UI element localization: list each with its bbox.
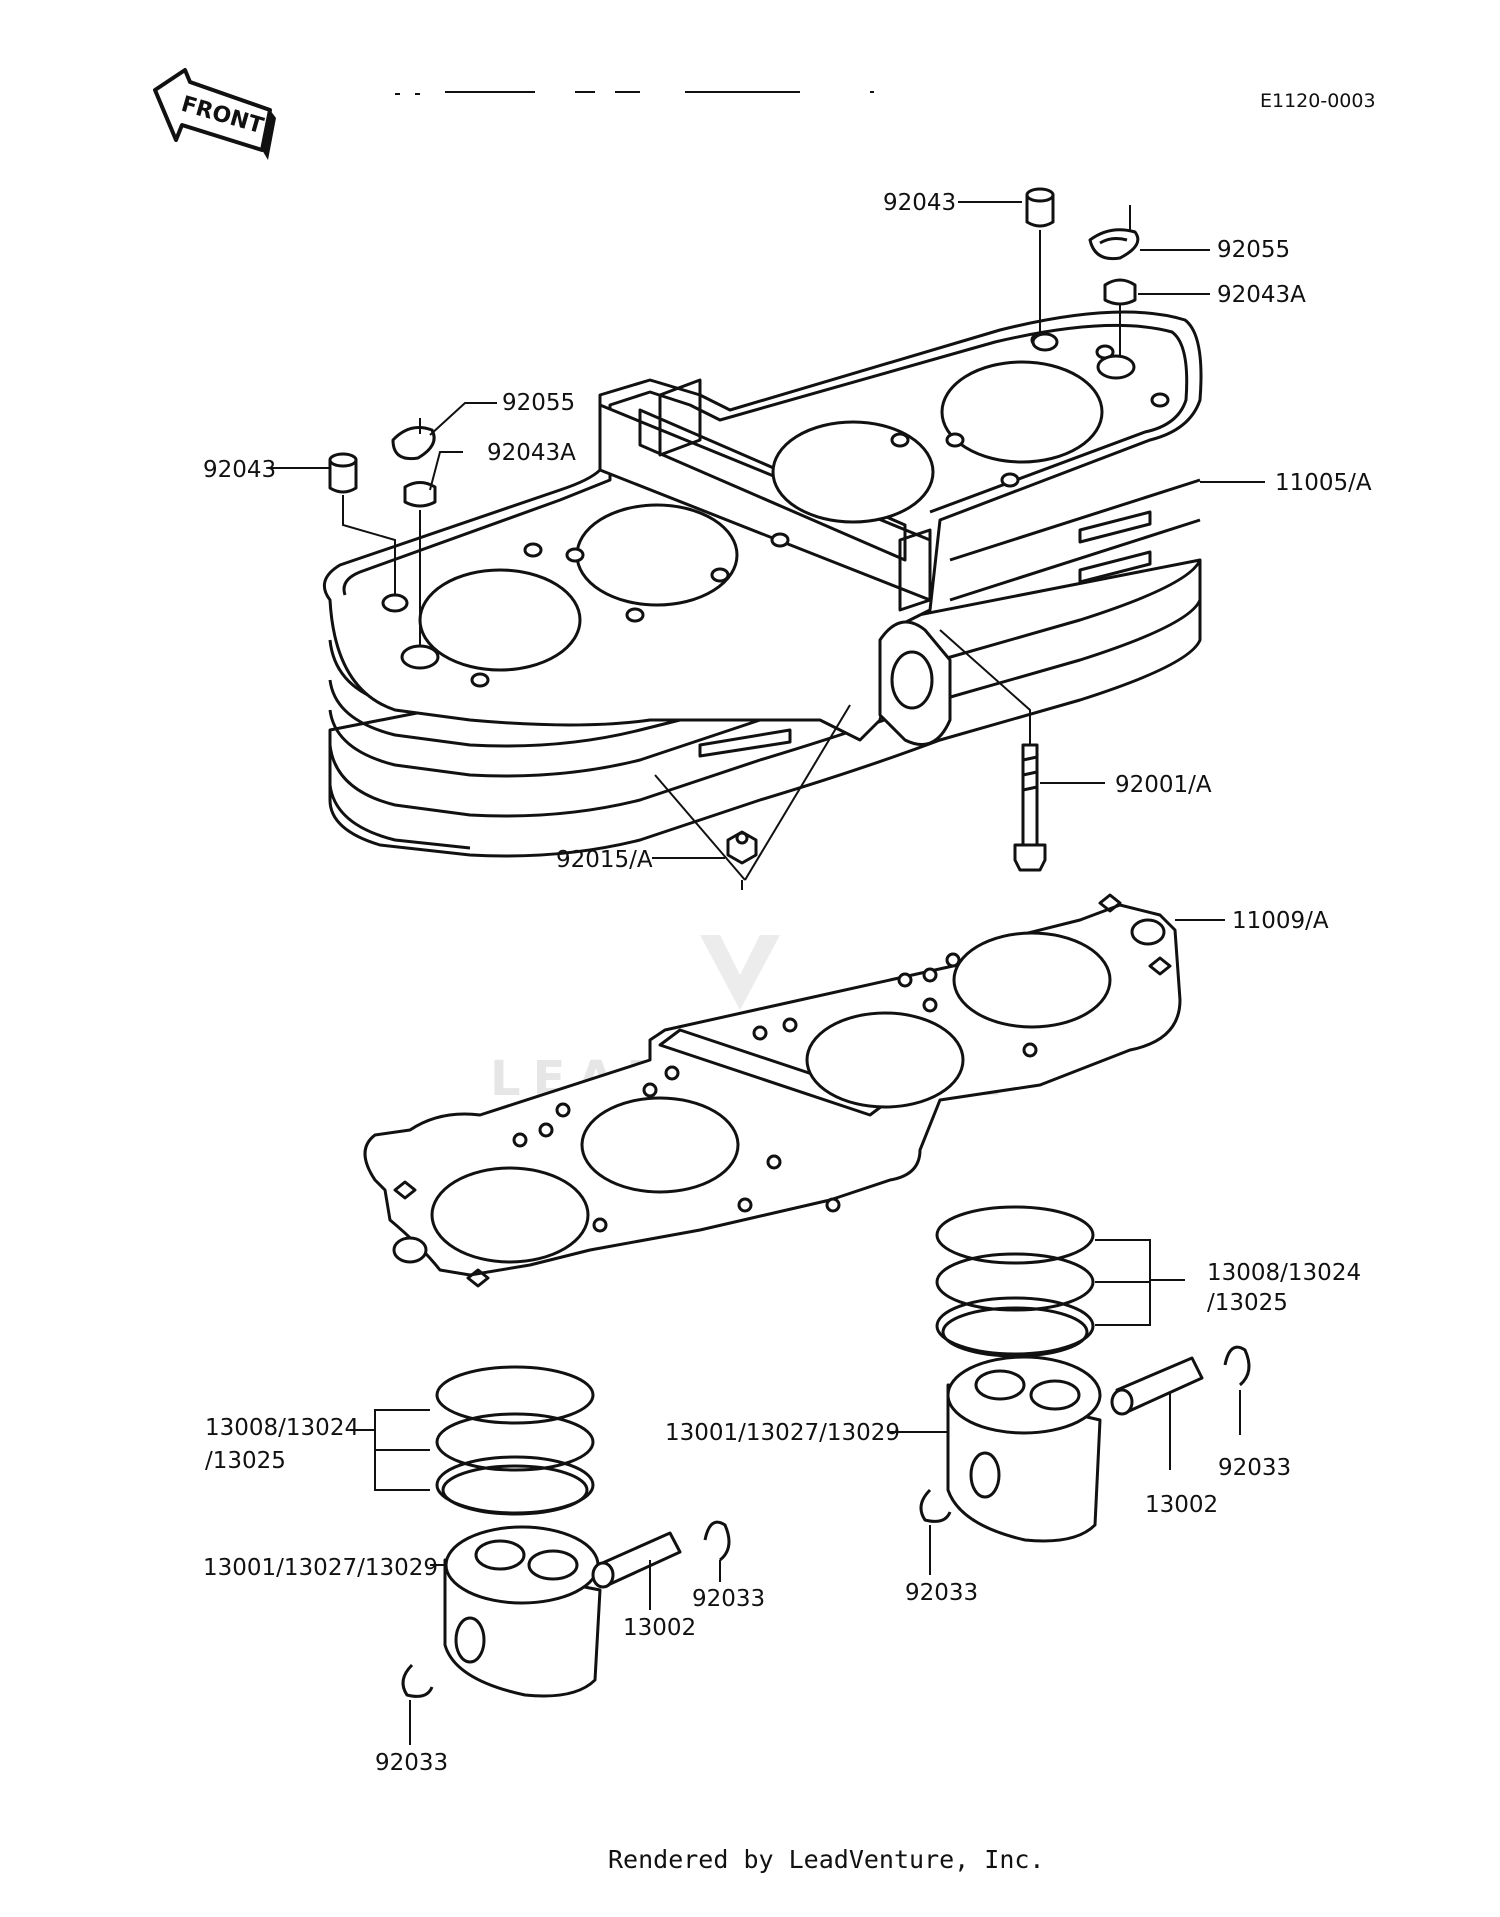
part-label-p1: 92043 xyxy=(883,190,956,216)
part-label-p11: 13008/13024 xyxy=(1207,1260,1361,1286)
reference-code: E1120-0003 xyxy=(1260,90,1376,112)
part-label-p13: 13001/13027/13029 xyxy=(665,1420,900,1446)
piston-pin-left xyxy=(591,1531,682,1589)
nut-icon xyxy=(726,830,758,865)
piston-rings-right xyxy=(935,1205,1095,1358)
part-label-p15: 92033 xyxy=(1218,1455,1291,1481)
head-gasket xyxy=(363,893,1182,1288)
footer-credit: Rendered by LeadVenture, Inc. xyxy=(608,1845,1045,1874)
circlip-left-b xyxy=(401,1663,434,1698)
piston-pin-right xyxy=(1110,1356,1204,1416)
part-label-p11-line2: /13025 xyxy=(1207,1290,1288,1316)
part-label-p17: 13001/13027/13029 xyxy=(203,1555,438,1581)
part-label-p20: 92033 xyxy=(375,1750,448,1776)
piston-rings-left xyxy=(435,1365,595,1516)
dowel-icon-left-2 xyxy=(403,481,437,508)
part-label-p19: 92033 xyxy=(692,1586,765,1612)
front-arrow-icon: FRONT xyxy=(153,68,276,160)
part-label-p7: 11005/A xyxy=(1275,470,1372,496)
circlip-right-a xyxy=(1223,1345,1251,1387)
part-label-p12-line2: /13025 xyxy=(205,1448,286,1474)
part-label-p14: 13002 xyxy=(1145,1492,1218,1518)
part-label-p4: 92055 xyxy=(502,390,575,416)
part-label-p9: 92015/A xyxy=(556,847,653,873)
dowel-pin-icon xyxy=(1025,187,1055,228)
header-dashes xyxy=(395,91,874,95)
part-label-p6: 92043 xyxy=(203,457,276,483)
part-label-p8: 92001/A xyxy=(1115,772,1212,798)
oring-icon-left xyxy=(391,426,436,461)
dowel-pin-icon-left xyxy=(328,452,358,494)
cylinder-block xyxy=(322,310,1203,858)
part-label-p2: 92055 xyxy=(1217,237,1290,263)
circlip-right-b xyxy=(919,1488,952,1523)
piston-right xyxy=(946,1355,1102,1543)
bolt-icon xyxy=(1013,743,1047,872)
dowel-icon-2 xyxy=(1103,278,1137,306)
part-label-p5: 92043A xyxy=(487,440,576,466)
part-label-p18: 13002 xyxy=(623,1615,696,1641)
oring-icon xyxy=(1088,228,1140,261)
part-label-p12: 13008/13024 xyxy=(205,1415,359,1441)
part-label-p3: 92043A xyxy=(1217,282,1306,308)
leader-lines xyxy=(270,201,1265,1745)
part-label-p16: 92033 xyxy=(905,1580,978,1606)
circlip-left-a xyxy=(703,1520,731,1562)
part-label-p10: 11009/A xyxy=(1232,908,1329,934)
piston-left xyxy=(443,1525,602,1698)
part-labels: 92043 92055 92043A 92055 92043A 92043 11… xyxy=(203,190,1372,1776)
